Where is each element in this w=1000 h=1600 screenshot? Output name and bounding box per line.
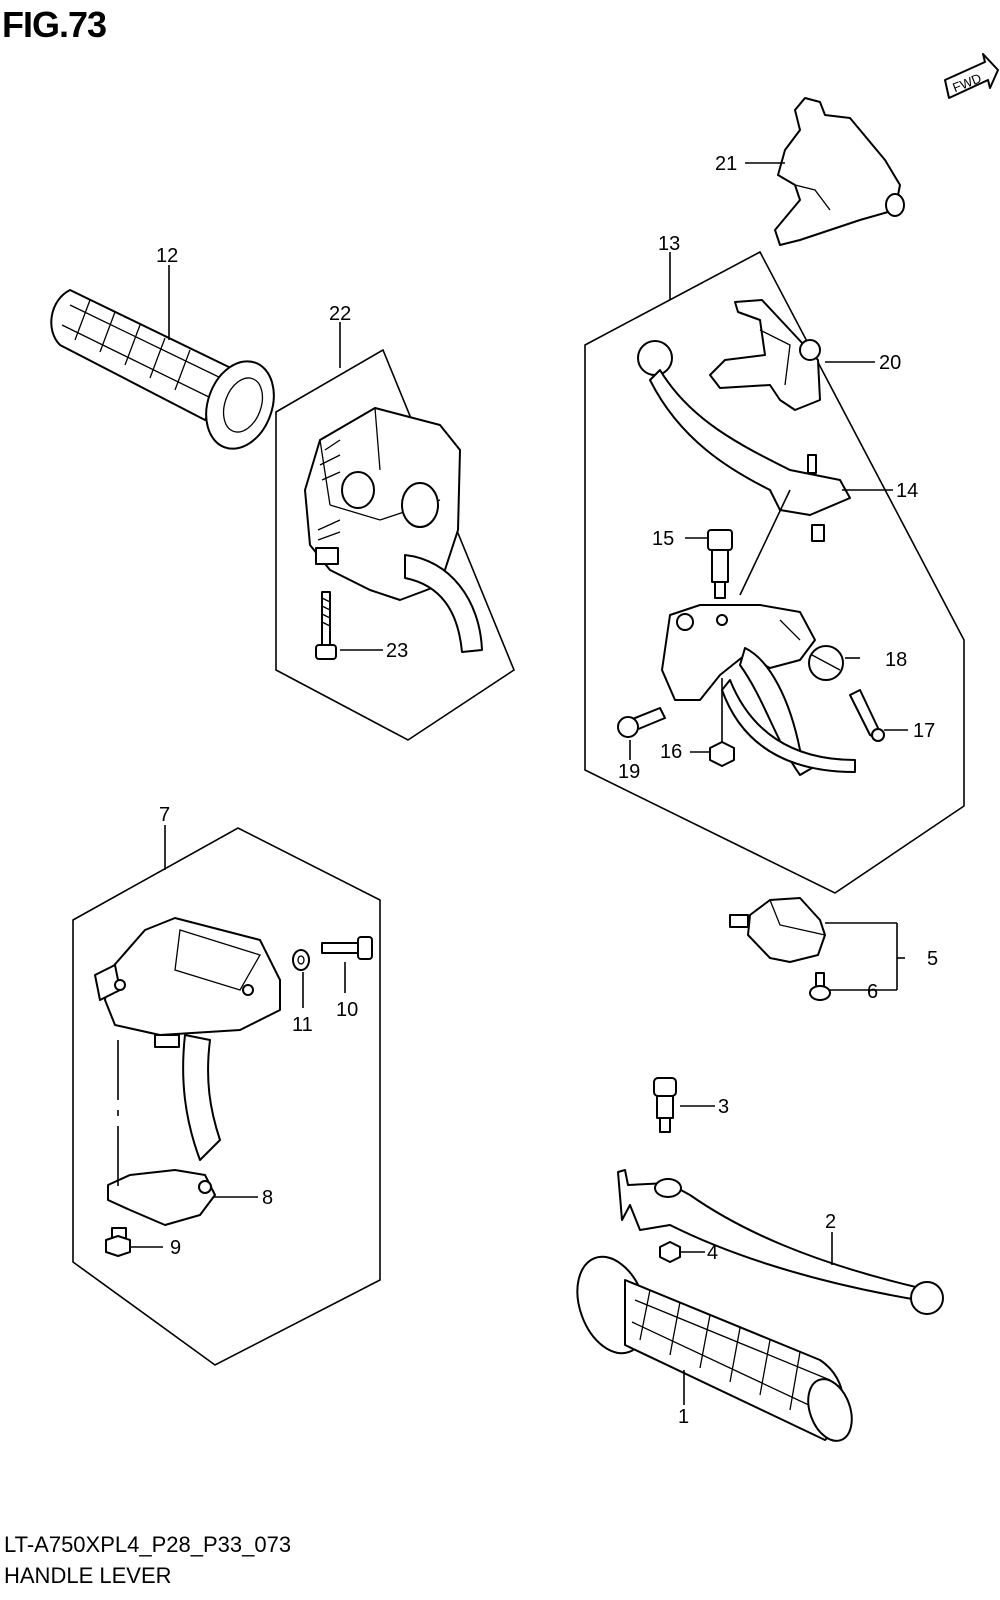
callout-19: 19 [618, 761, 640, 783]
brake-lever [617, 1169, 944, 1315]
nut-16 [709, 741, 735, 767]
grip-left [50, 289, 275, 450]
fwd-arrow-icon: FWD [944, 53, 999, 99]
callout-7: 7 [159, 804, 170, 826]
callout-21: 21 [715, 153, 737, 175]
callout-4: 4 [707, 1242, 718, 1264]
figure-title: FIG.73 [2, 4, 107, 45]
fwd-label: FWD [950, 70, 983, 95]
group-box-7 [72, 827, 381, 1366]
nut-4 [659, 1241, 681, 1263]
nut-9 [105, 1227, 131, 1257]
lever-holder [661, 604, 856, 776]
callout-16: 16 [660, 741, 682, 763]
plate-8 [107, 1040, 216, 1226]
bolt-15 [707, 529, 733, 599]
screw-17 [849, 689, 885, 742]
leader-lines [130, 162, 908, 1405]
callout-22: 22 [329, 303, 351, 325]
lever-cover [774, 97, 905, 246]
throttle-case [94, 917, 281, 1161]
callout-15: 15 [652, 528, 674, 550]
callout-1: 1 [678, 1406, 689, 1428]
callout-9: 9 [170, 1237, 181, 1259]
bolt-19 [617, 707, 666, 738]
callout-5: 5 [927, 948, 938, 970]
callout-3: 3 [718, 1096, 729, 1118]
callout-23: 23 [386, 640, 408, 662]
callout-8: 8 [262, 1187, 273, 1209]
callout-18: 18 [885, 649, 907, 671]
screw-10 [321, 936, 373, 960]
washer-11 [292, 949, 310, 971]
callout-14: 14 [896, 480, 918, 502]
callout-20: 20 [879, 352, 901, 374]
group-box-22 [275, 348, 515, 741]
group-box-13 [584, 250, 965, 894]
callout-2: 2 [825, 1211, 836, 1233]
callout-10: 10 [336, 999, 358, 1021]
lever-bracket [709, 299, 821, 411]
bolt-3 [653, 1077, 677, 1133]
drawing-code: LT-A750XPL4_P28_P33_073 [4, 1532, 292, 1557]
switch-disc-18 [808, 645, 844, 681]
callout-11: 11 [292, 1014, 313, 1036]
callout-12: 12 [156, 245, 178, 267]
clutch-lever [637, 340, 851, 542]
screw-6 [809, 972, 831, 1001]
callout-labels: 12 22 21 13 20 14 15 18 17 23 16 19 5 6 … [156, 153, 938, 1428]
brake-switch [729, 897, 826, 963]
drawing-name: HANDLE LEVER [4, 1563, 172, 1588]
grip-right [576, 1255, 853, 1442]
screw-23 [315, 591, 337, 660]
handlebar-switch [304, 407, 483, 653]
callout-17: 17 [913, 720, 935, 742]
callout-13: 13 [658, 233, 680, 255]
callout-6: 6 [867, 981, 878, 1003]
